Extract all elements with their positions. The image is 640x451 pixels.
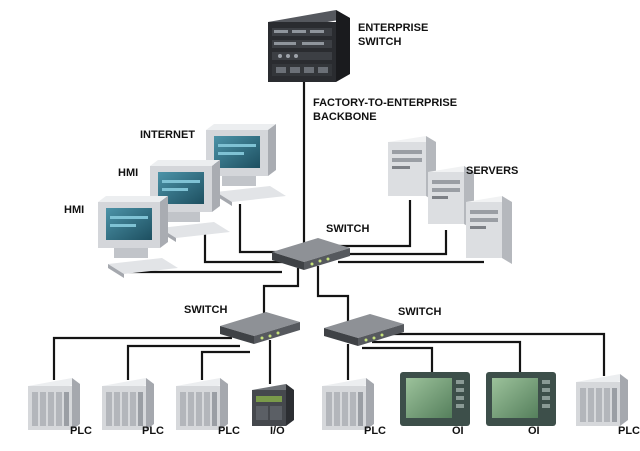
plc-label-3: PLC xyxy=(218,425,240,437)
servers-label: SERVERS xyxy=(466,165,518,177)
workstation-hmi-lower xyxy=(98,196,178,278)
plc-rack-2 xyxy=(102,378,154,430)
plc-rack-1 xyxy=(28,378,80,430)
cable-to-plc-1 xyxy=(52,336,232,380)
plc-rack-3 xyxy=(176,378,228,430)
io-module xyxy=(252,384,294,426)
hmi-upper-label: HMI xyxy=(118,167,138,179)
switch-right-label: SWITCH xyxy=(398,306,441,318)
hmi-lower-label: HMI xyxy=(64,204,84,216)
plc-label-2: PLC xyxy=(142,425,164,437)
plc-label-4: PLC xyxy=(364,425,386,437)
cable-right-trunk xyxy=(316,266,350,322)
enterprise-switch-label-line1: ENTERPRISE xyxy=(358,22,428,34)
enterprise-switch-rack xyxy=(268,10,350,82)
operator-interface-2 xyxy=(486,372,556,426)
cable-to-plc-2 xyxy=(126,344,240,380)
io-label: I/O xyxy=(270,425,285,437)
backbone-label-line1: FACTORY-TO-ENTERPRISE xyxy=(313,97,457,109)
switch-left xyxy=(220,312,300,344)
backbone-label-line2: BACKBONE xyxy=(313,111,377,123)
operator-interface-1 xyxy=(400,372,470,426)
cable-left-trunk xyxy=(262,268,300,318)
plc-label-5: PLC xyxy=(618,425,640,437)
network-cables xyxy=(52,82,606,384)
switch-left-label: SWITCH xyxy=(184,304,227,316)
server-3 xyxy=(466,196,512,264)
plc-label-1: PLC xyxy=(70,425,92,437)
enterprise-switch-label-line2: SWITCH xyxy=(358,36,401,48)
switch-right xyxy=(324,314,404,346)
switch-center-label: SWITCH xyxy=(326,223,369,235)
switch-center xyxy=(272,238,350,270)
cable-hmi-upper xyxy=(203,232,282,264)
cable-to-oi-1 xyxy=(362,346,434,376)
oi-label-2: OI xyxy=(528,425,540,437)
plc-rack-5 xyxy=(576,374,628,426)
plc-rack-4 xyxy=(322,378,374,430)
cable-server-2 xyxy=(342,230,448,256)
workstation-internet xyxy=(206,124,286,206)
cable-to-oi-2 xyxy=(372,340,522,376)
cable-internet xyxy=(238,204,288,254)
cable-server-1 xyxy=(338,200,412,248)
internet-label: INTERNET xyxy=(140,129,195,141)
cable-to-plc-5 xyxy=(390,332,606,376)
oi-label-1: OI xyxy=(452,425,464,437)
cable-to-plc-3 xyxy=(200,350,250,380)
